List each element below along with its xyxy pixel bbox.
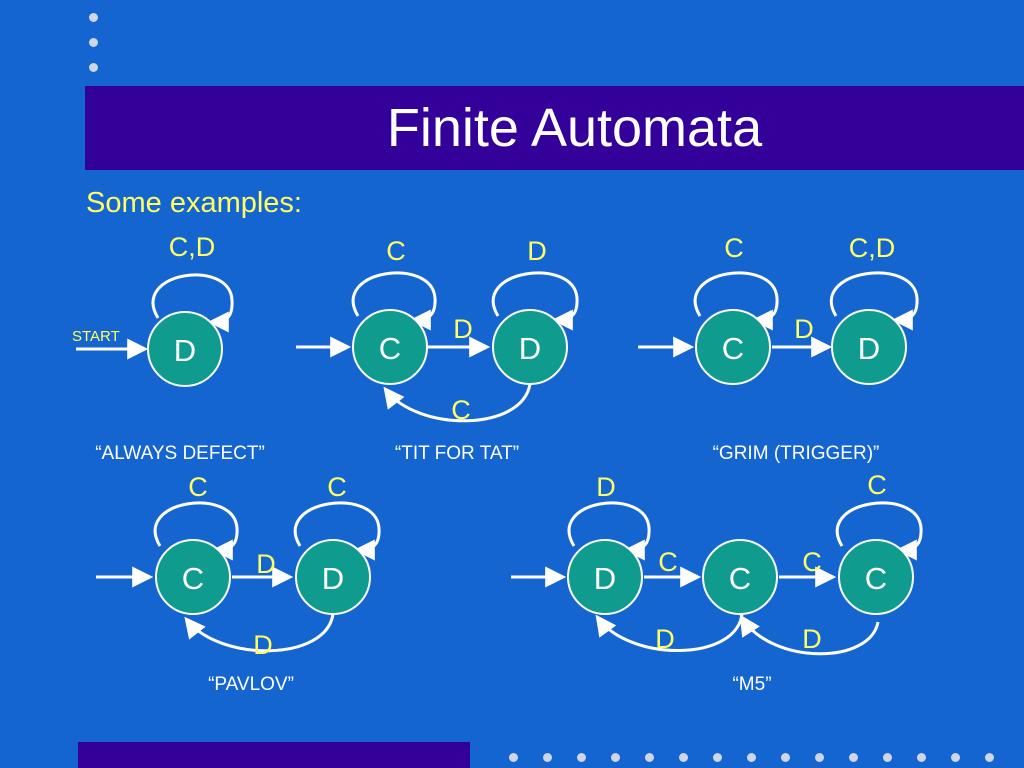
edge-label: C,D	[849, 233, 896, 263]
edge-label: D	[802, 624, 822, 654]
edge-label: C	[802, 547, 822, 577]
decor-dot	[543, 753, 552, 762]
decor-dot	[917, 753, 926, 762]
state-label: D	[594, 561, 616, 596]
slide-title: Finite Automata	[386, 98, 763, 158]
state-label: C	[379, 331, 401, 366]
edge-label: C	[327, 472, 347, 502]
edge-label: D	[527, 236, 547, 266]
state-label: C	[865, 561, 887, 596]
state-node	[352, 309, 428, 385]
edge-label: D	[655, 624, 675, 654]
decor-dot	[645, 753, 654, 762]
title-bar: Finite Automata	[85, 86, 1024, 170]
state-node	[295, 539, 371, 615]
state-node	[695, 309, 771, 385]
edge-label: C	[386, 236, 406, 266]
edge-label: C	[867, 470, 887, 500]
decor-dot	[89, 13, 98, 22]
decor-dot	[815, 753, 824, 762]
edge-self-loop	[153, 501, 239, 561]
edge-self-loop	[351, 271, 437, 331]
edge-label: C	[451, 395, 471, 425]
edge-self-loop	[693, 271, 779, 331]
state-label: C	[722, 331, 744, 366]
edge-label: C	[658, 547, 678, 577]
slide-subtitle: Some examples:	[86, 187, 302, 219]
decor-dot	[89, 63, 98, 72]
automaton-caption: “ALWAYS DEFECT”	[95, 443, 265, 464]
decor-dot	[883, 753, 892, 762]
state-label: D	[174, 333, 196, 368]
edge-self-loop	[151, 273, 234, 333]
state-label: D	[519, 331, 541, 366]
edge-label: C,D	[169, 232, 216, 262]
edge-return	[739, 614, 880, 656]
state-label: C	[182, 561, 204, 596]
edge-self-loop	[835, 501, 923, 561]
edge-label: C	[188, 472, 208, 502]
decor-dot	[611, 753, 620, 762]
automaton-caption: “GRIM (TRIGGER)”	[713, 443, 880, 464]
edge-return	[595, 613, 744, 652]
decor-dot	[781, 753, 790, 762]
state-node	[155, 539, 231, 615]
decor-dot	[509, 753, 518, 762]
edge-label: D	[453, 314, 473, 344]
state-node	[838, 539, 914, 615]
decor-dot	[89, 38, 98, 47]
edge-return	[184, 613, 335, 653]
start-label: START	[72, 328, 120, 345]
edge-label: D	[596, 472, 616, 502]
automaton-caption: “PAVLOV”	[208, 674, 294, 695]
decor-dot	[985, 753, 994, 762]
automaton-caption: “M5”	[732, 674, 771, 695]
edge-return	[383, 383, 532, 423]
edge-self-loop	[491, 271, 579, 331]
state-node	[492, 309, 568, 385]
edge-label: D	[256, 549, 276, 579]
edge-self-loop	[293, 501, 381, 561]
decor-dot	[679, 753, 688, 762]
state-label: D	[322, 561, 344, 596]
decor-dot	[713, 753, 722, 762]
edge-label: D	[253, 630, 273, 660]
edge-label: C	[724, 233, 744, 263]
state-node	[147, 311, 223, 387]
decor-dot	[577, 753, 586, 762]
edge-self-loop	[567, 501, 651, 561]
decor-dot	[849, 753, 858, 762]
state-node	[702, 539, 778, 615]
state-label: D	[858, 331, 880, 366]
edge-label: D	[794, 314, 814, 344]
bottom-bar	[78, 742, 470, 768]
edge-self-loop	[829, 271, 919, 331]
state-node	[831, 309, 907, 385]
decor-dot	[951, 753, 960, 762]
decor-dot	[747, 753, 756, 762]
state-node	[567, 539, 643, 615]
automaton-caption: “TIT FOR TAT”	[395, 443, 519, 464]
state-label: C	[729, 561, 751, 596]
